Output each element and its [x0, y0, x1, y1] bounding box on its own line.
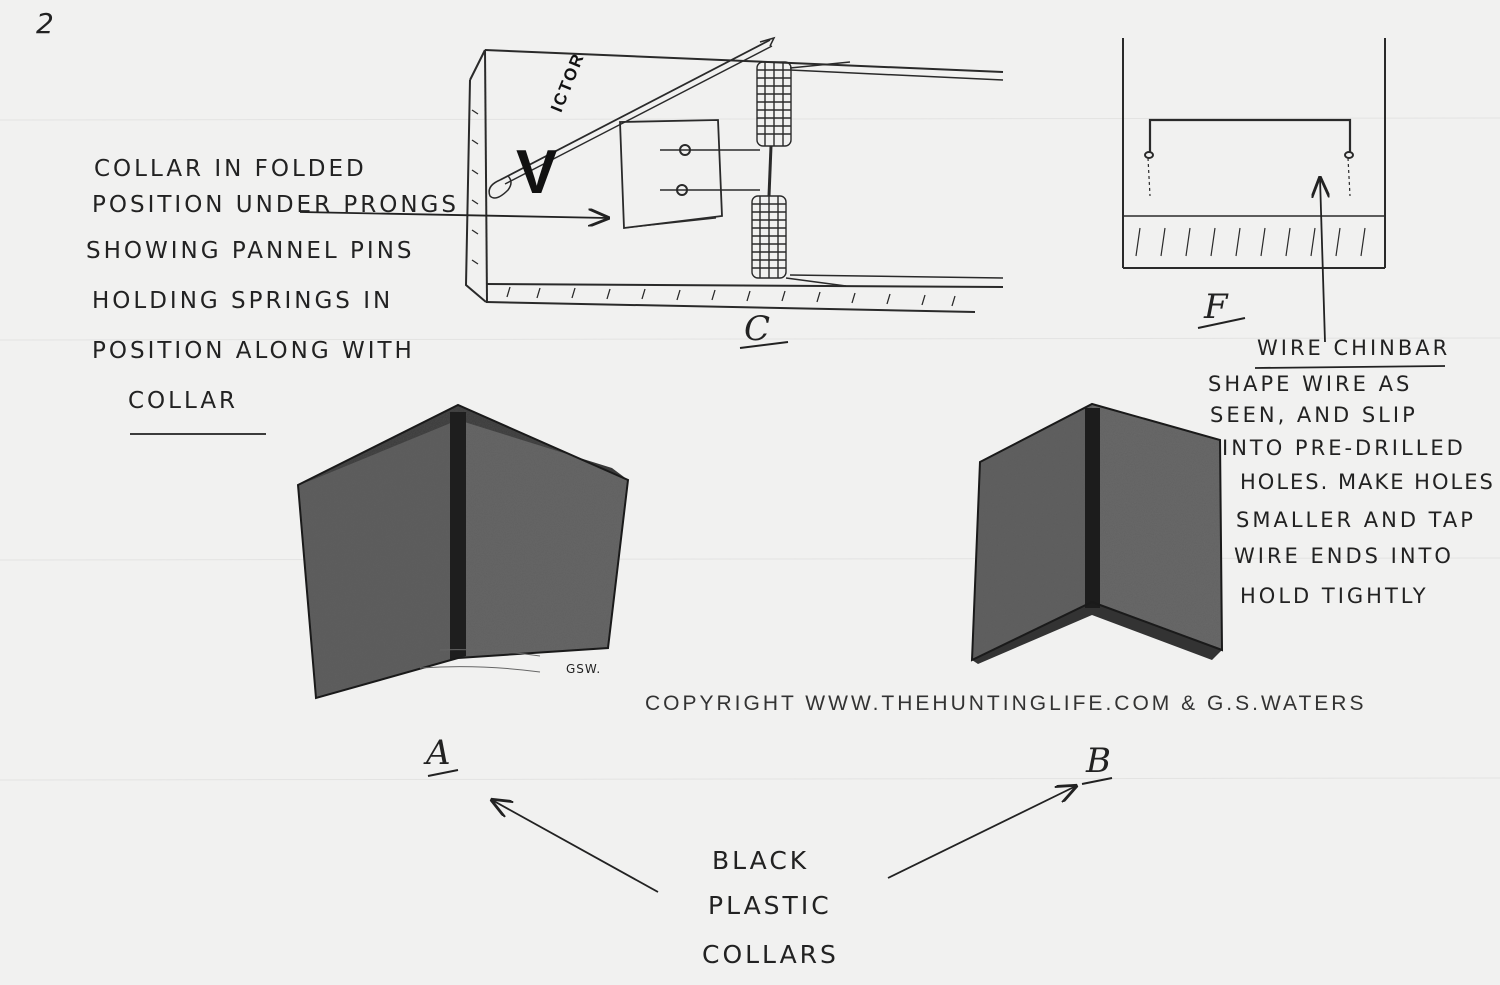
- chinbar-title-underline: [1254, 365, 1446, 369]
- right-note-line-5: SMALLER AND TAP: [1236, 508, 1476, 532]
- left-note-line-4: HOLDING SPRINGS IN: [92, 288, 394, 314]
- right-note-line-3: INTO PRE-DRILLED: [1222, 436, 1466, 460]
- left-note-line-2: POSITION UNDER PRONGS: [92, 192, 459, 218]
- label-c: C: [744, 309, 771, 349]
- chinbar-drawing-f: [1122, 38, 1386, 269]
- collar-drawing-b: [970, 402, 1224, 664]
- trap-drawing-c: [464, 36, 1004, 313]
- right-note-line-6: WIRE ENDS INTO: [1234, 544, 1454, 568]
- right-note-line-2: SEEN, AND SLIP: [1210, 403, 1418, 427]
- pointer-arrow-to-a: [492, 800, 659, 893]
- chinbar-pointer-arrow: [1320, 178, 1325, 343]
- label-b: B: [1086, 741, 1111, 781]
- collar-drawing-a: [296, 403, 630, 700]
- bottom-note-line-2: PLASTIC: [708, 891, 832, 920]
- right-note-line-1: SHAPE WIRE AS: [1208, 372, 1413, 396]
- copyright-notice: COPYRIGHT WWW.THEHUNTINGLIFE.COM & G.S.W…: [645, 692, 1367, 715]
- right-note-line-7: HOLD TIGHTLY: [1240, 584, 1429, 608]
- bottom-note-line-3: COLLARS: [702, 940, 839, 969]
- left-note-line-1: COLLAR IN FOLDED: [94, 156, 367, 182]
- collar-pointer-arrow: [299, 212, 608, 218]
- trap-brand-initial: V: [516, 138, 558, 207]
- page-number: 2: [36, 7, 57, 40]
- paper-lines: [0, 117, 1500, 781]
- bottom-note-line-1: BLACK: [712, 846, 810, 875]
- artist-initials: GSW.: [566, 662, 602, 676]
- left-note-line-3: SHOWING PANNEL PINS: [86, 238, 415, 264]
- right-note-line-4: HOLES. MAKE HOLES: [1240, 470, 1495, 494]
- label-f: F: [1204, 287, 1228, 327]
- pointer-arrow-to-b: [887, 786, 1076, 879]
- label-a: A: [426, 733, 451, 773]
- label-f-underline: [1197, 317, 1246, 329]
- left-note-line-5: POSITION ALONG WITH: [92, 338, 415, 364]
- left-note-line-6: COLLAR: [128, 388, 239, 414]
- chinbar-title: WIRE CHINBAR: [1257, 336, 1451, 360]
- label-c-underline: [739, 341, 789, 349]
- label-b-underline: [1081, 777, 1113, 785]
- label-a-underline: [427, 769, 459, 777]
